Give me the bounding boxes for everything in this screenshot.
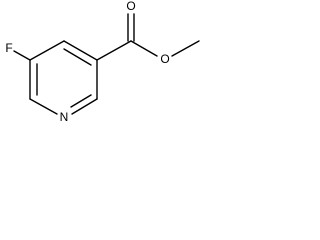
carbonyl-oxygen-atom-label: O	[126, 0, 135, 13]
ring-bond-c6-n1	[29, 98, 58, 115]
bond-c3-carbonyl-carbon	[96, 40, 132, 61]
pyridine-ring	[29, 40, 98, 115]
ring-double-bond-n1-c2	[70, 94, 92, 108]
ring-double-bond-c3-c4	[63, 48, 92, 66]
ring-bond-c3-c4	[63, 40, 98, 61]
molecule-structure-diagram: F N O O	[5, 0, 200, 124]
ester-oxygen-atom-label: O	[160, 52, 169, 66]
fluorine-atom-label: F	[5, 41, 12, 55]
bond-carbonyl-c-ester-o	[130, 40, 158, 57]
ring-bond-c4-c5	[29, 40, 65, 61]
methyl-ester-group	[96, 13, 200, 61]
nitrogen-atom-label: N	[60, 110, 69, 124]
bond-c5-fluorine	[13, 50, 31, 61]
bond-ester-o-methyl	[171, 40, 200, 57]
ring-bond-n1-c2	[71, 98, 98, 115]
